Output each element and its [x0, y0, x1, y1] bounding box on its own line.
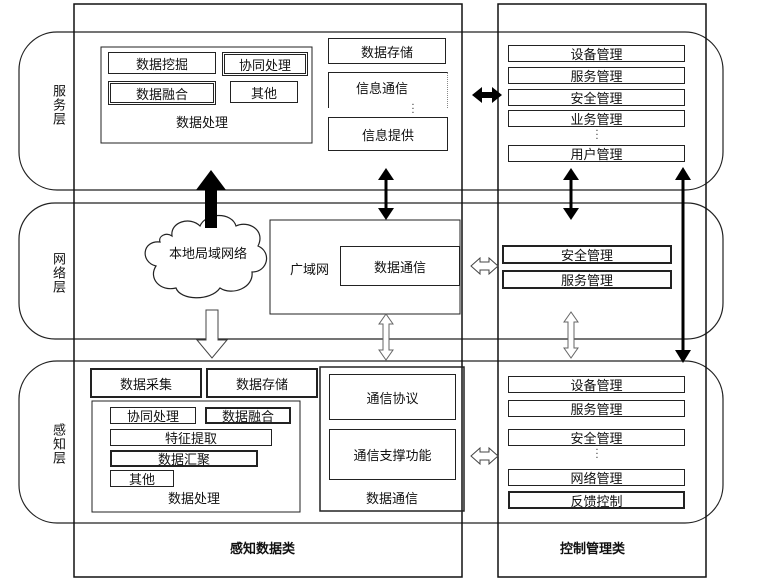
perception-mgmt-network: 网络管理 — [508, 469, 685, 487]
perception-comm-protocol: 通信协议 — [329, 374, 456, 420]
arrow-network-perception-data — [378, 313, 394, 361]
perception-layer-band — [18, 360, 724, 524]
perception-item-aggregate: 数据汇聚 — [110, 450, 258, 468]
perception-collect: 数据采集 — [90, 368, 202, 398]
perception-comm-frame — [319, 366, 465, 512]
service-mgmt-user: 用户管理 — [508, 145, 685, 163]
perception-storage: 数据存储 — [206, 368, 318, 398]
service-item-other: 其他 — [230, 81, 298, 103]
cloud-label-line: 本地局域网络 — [168, 246, 248, 264]
arrow-perception-horizontal — [470, 446, 499, 466]
arrow-service-perception-mgmt — [675, 167, 691, 363]
service-mgmt-business: 业务管理 — [508, 110, 685, 128]
control-column-label: 控制管理类 — [560, 542, 626, 557]
data-column-label: 感知数据类 — [230, 542, 296, 557]
control-column-frame — [497, 3, 707, 578]
service-mgmt-dots: ··· — [595, 126, 599, 145]
network-mgmt-service: 服务管理 — [502, 270, 672, 289]
service-item-collab: 协同处理 — [222, 52, 308, 76]
wan-label: 广域网 — [290, 263, 330, 278]
service-processing-frame — [100, 46, 313, 144]
arrow-network-horizontal — [470, 256, 499, 276]
perception-comm-support: 通信支撑功能 — [329, 429, 456, 480]
service-mgmt-service: 服务管理 — [508, 67, 685, 85]
perception-mgmt-security: 安全管理 — [508, 429, 685, 447]
network-layer-label: 网络层 — [50, 252, 65, 294]
service-storage: 数据存储 — [328, 38, 446, 64]
perception-item-collab: 协同处理 — [110, 407, 196, 425]
perception-mgmt-service: 服务管理 — [508, 400, 685, 418]
arrow-network-perception-mgmt — [563, 311, 579, 359]
service-item-mining: 数据挖掘 — [108, 52, 216, 74]
perception-processing-title: 数据处理 — [168, 492, 221, 507]
arrow-service-network-mgmt — [563, 168, 579, 220]
arrow-lan-to-perception — [195, 309, 229, 359]
arrow-service-bidirectional — [472, 87, 502, 103]
network-data-comm: 数据通信 — [340, 246, 460, 286]
service-provide: 信息提供 — [328, 117, 448, 151]
perception-item-feature: 特征提取 — [110, 429, 272, 447]
perception-processing-frame — [91, 400, 301, 513]
service-item-fusion: 数据融合 — [108, 81, 216, 105]
wan-frame — [269, 219, 461, 315]
service-layer-label: 服务层 — [50, 84, 65, 126]
data-column-frame — [73, 3, 463, 578]
network-layer-band — [18, 202, 724, 340]
perception-item-other: 其他 — [110, 470, 174, 488]
perception-mgmt-dots: ··· — [595, 445, 599, 464]
arrow-service-network-data — [378, 168, 394, 220]
service-processing-title: 数据处理 — [176, 116, 229, 131]
service-mgmt-device: 设备管理 — [508, 45, 685, 63]
perception-mgmt-feedback: 反馈控制 — [508, 491, 685, 510]
perception-layer-label: 感知层 — [50, 423, 65, 465]
service-comm-frame — [328, 72, 448, 108]
perception-mgmt-device: 设备管理 — [508, 376, 685, 394]
local-lan-cloud — [144, 214, 268, 299]
cloud-label: 本地局域网络 — [168, 247, 247, 262]
service-mgmt-security: 安全管理 — [508, 89, 685, 107]
service-comm-dots: · · · — [411, 100, 415, 119]
service-layer-band — [18, 31, 724, 191]
perception-item-fusion: 数据融合 — [205, 407, 291, 425]
arrow-lan-to-service — [196, 170, 226, 228]
service-comm: 信息通信 — [356, 82, 409, 97]
network-mgmt-security: 安全管理 — [502, 245, 672, 264]
perception-comm-title: 数据通信 — [366, 492, 419, 507]
